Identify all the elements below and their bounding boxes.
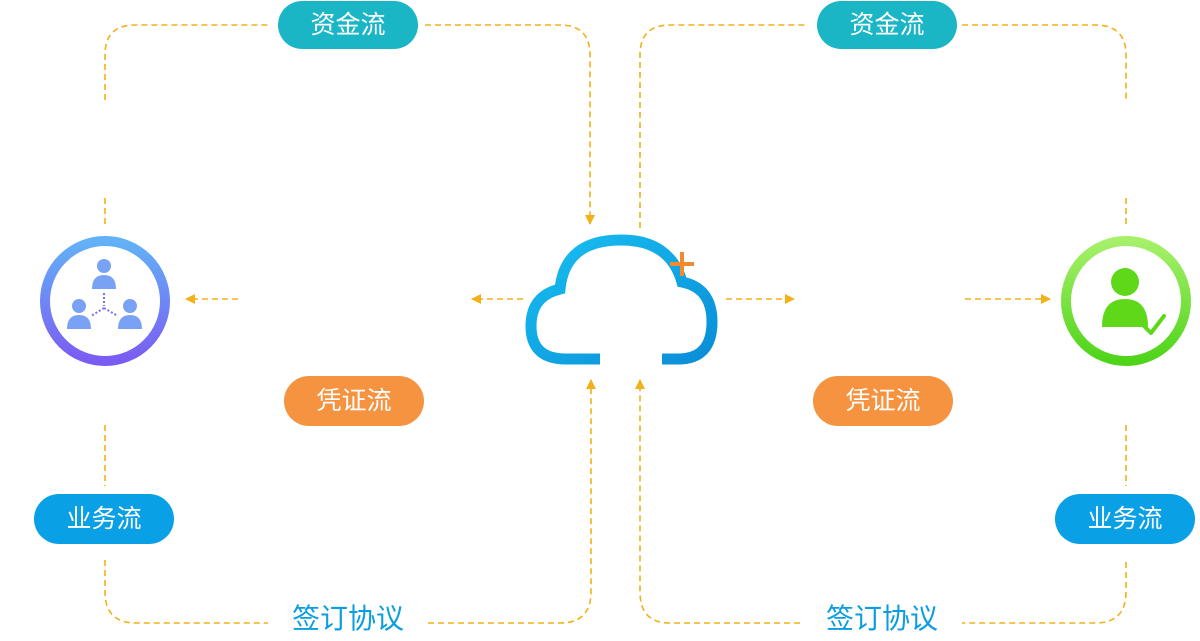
agreement-label-left: 签订协议 (268, 597, 428, 641)
cloud-plus-icon (525, 234, 718, 365)
fund-flow-label-left: 资金流 (278, 1, 418, 49)
right-bottom-loop-line (640, 380, 1127, 624)
business-flow-label-right: 业务流 (1055, 494, 1195, 544)
business-flow-label-left: 业务流 (34, 494, 174, 544)
left-top-loop-line (104, 24, 590, 224)
user-group-icon (40, 236, 170, 366)
left-bottom-loop-line (104, 380, 591, 624)
right-top-loop-line (639, 24, 1127, 228)
verified-user-icon (1061, 236, 1191, 366)
certificate-flow-label-left: 凭证流 (284, 376, 424, 426)
fund-flow-label-right: 资金流 (817, 1, 957, 49)
agreement-label-right: 签订协议 (802, 597, 962, 641)
certificate-flow-label-right: 凭证流 (813, 376, 953, 426)
